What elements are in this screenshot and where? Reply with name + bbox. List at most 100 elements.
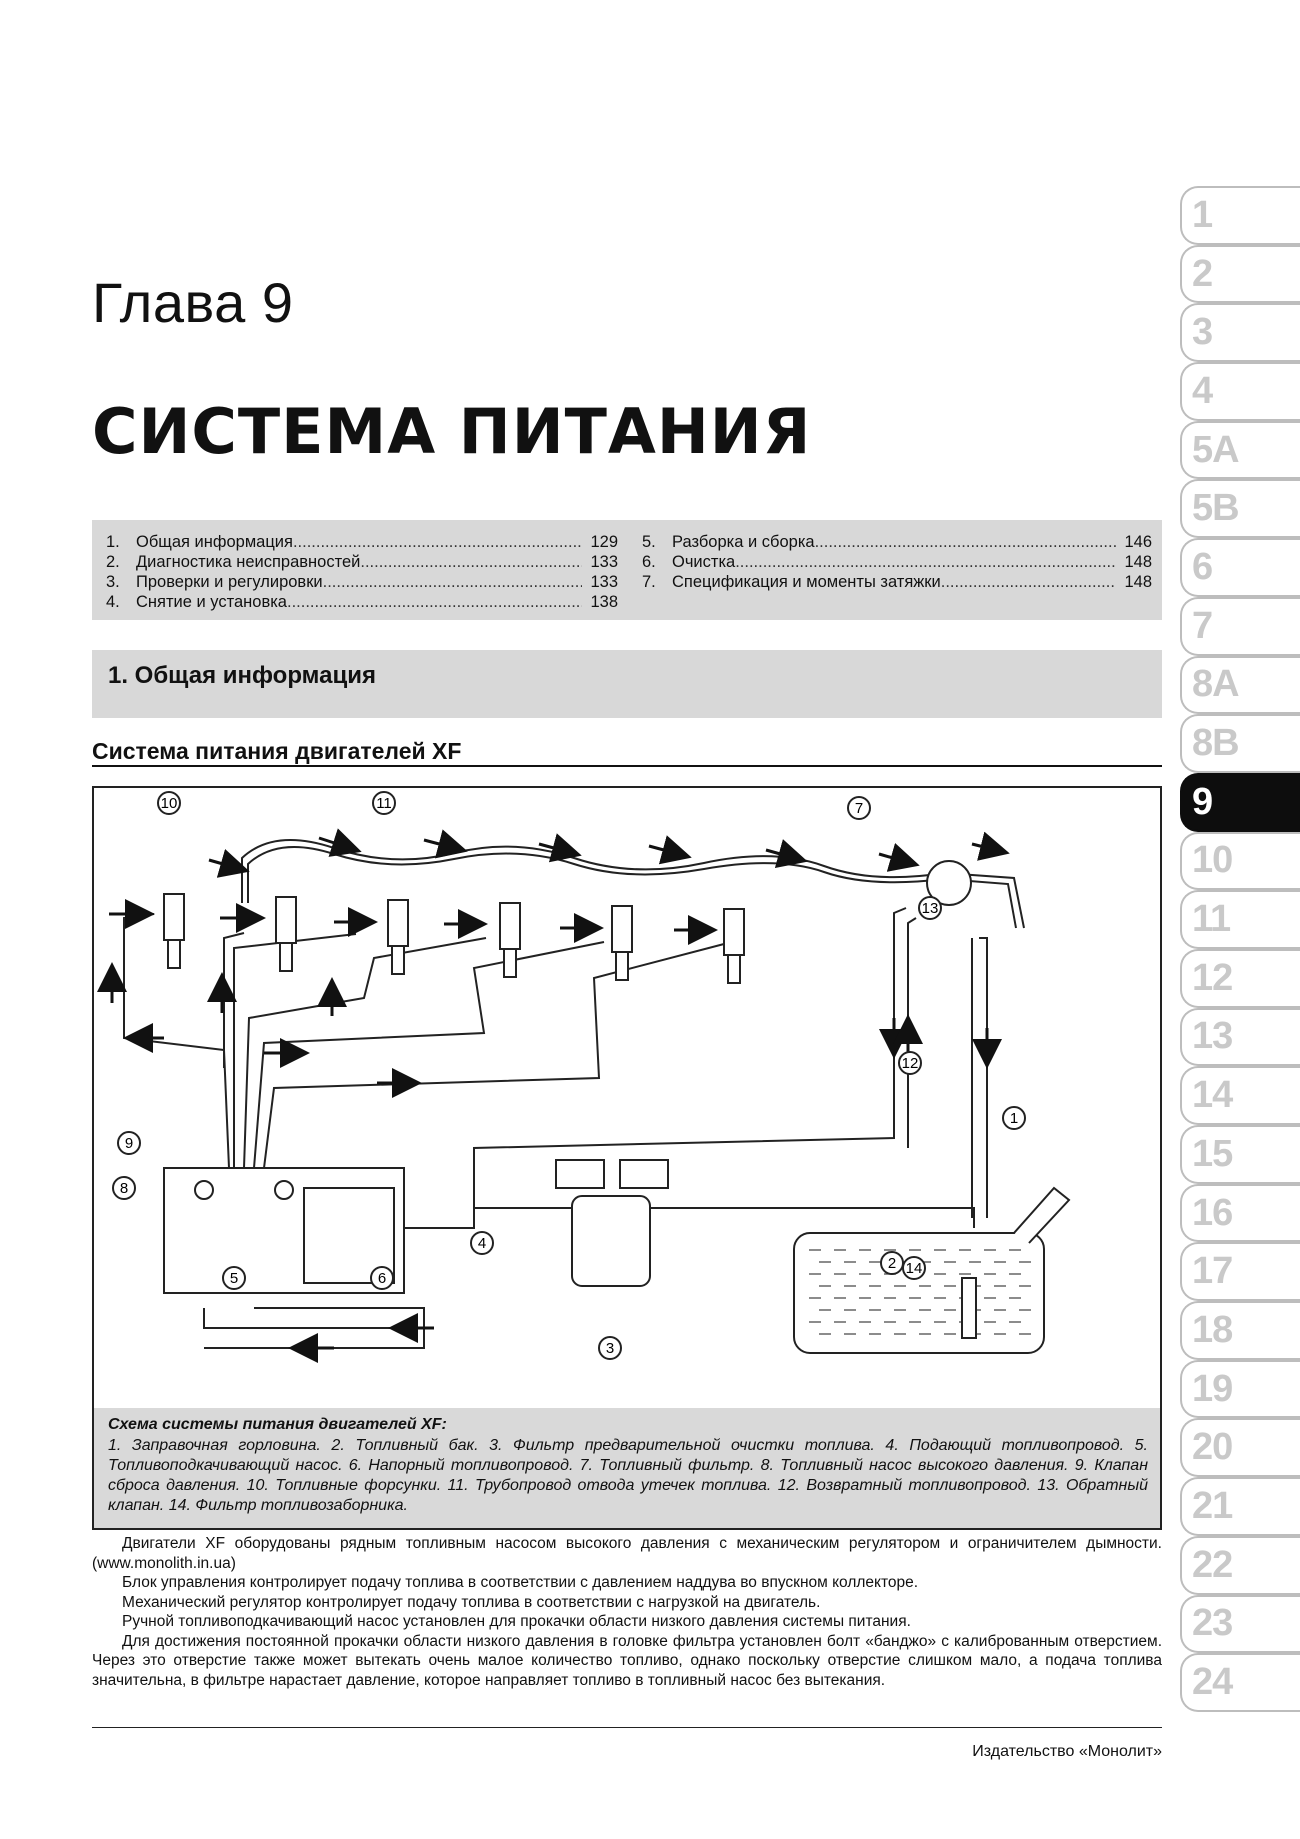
chapter-tab-6[interactable]: 6 <box>1180 538 1300 597</box>
body-paragraph: Механический регулятор контролирует пода… <box>122 1593 821 1611</box>
chapter-tab-label: 9 <box>1192 780 1213 823</box>
chapter-label: Глава 9 <box>92 271 294 334</box>
callout-circle <box>847 796 871 820</box>
injector-nozzle <box>391 945 405 975</box>
injector-body <box>611 905 633 953</box>
toc-leader <box>323 572 582 592</box>
toc-leader <box>815 532 1116 552</box>
chapter-tab-8b[interactable]: 8B <box>1180 714 1300 773</box>
chapter-tab-16[interactable]: 16 <box>1180 1183 1300 1243</box>
callout-circle <box>898 1051 922 1075</box>
chapter-tab-label: 8B <box>1192 722 1240 765</box>
figure-caption: Схема системы питания двигателей XF: 1. … <box>94 1408 1160 1528</box>
chapter-tab-4[interactable]: 4 <box>1180 362 1300 421</box>
toc-text: Диагностика неисправностей <box>136 553 361 571</box>
toc-entry[interactable]: 2.Диагностика неисправностей133 <box>106 552 618 572</box>
subsection-rule <box>92 765 1162 767</box>
toc-entry[interactable]: 6.Очистка148 <box>642 552 1152 572</box>
chapter-tab-19[interactable]: 19 <box>1180 1359 1300 1419</box>
chapter-tab-9[interactable]: 9 <box>1180 772 1300 832</box>
toc-entry[interactable]: 5.Разборка и сборка146 <box>642 532 1152 552</box>
chapter-tab-14[interactable]: 14 <box>1180 1066 1300 1125</box>
toc-page: 138 <box>590 593 618 611</box>
chapter-title: СИСТЕМА ПИТАНИЯ <box>92 395 812 468</box>
chapter-tab-3[interactable]: 3 <box>1180 303 1300 363</box>
toc-text: Снятие и установка <box>136 593 287 611</box>
chapter-tab-8a[interactable]: 8A <box>1180 655 1300 715</box>
callout-10: 10 <box>161 795 178 812</box>
caption-title: Схема системы питания двигателей XF: <box>108 1416 447 1433</box>
chapter-tab-label: 18 <box>1192 1308 1233 1351</box>
chapter-tab-label: 22 <box>1192 1543 1233 1586</box>
chapter-tab-7[interactable]: 7 <box>1180 596 1300 656</box>
chapter-tab-5b[interactable]: 5B <box>1180 479 1300 539</box>
toc-page: 133 <box>590 553 618 571</box>
chapter-tab-22[interactable]: 22 <box>1180 1535 1300 1595</box>
callout-14: 14 <box>906 1260 923 1277</box>
toc-page: 133 <box>590 573 618 591</box>
callout-circle <box>157 791 181 815</box>
chapter-tab-2[interactable]: 2 <box>1180 244 1300 304</box>
injector-nozzle <box>167 939 181 969</box>
chapter-tab-12[interactable]: 12 <box>1180 948 1300 1008</box>
chapter-tab-label: 13 <box>1192 1015 1233 1058</box>
toc-leader <box>735 552 1116 572</box>
chapter-tab-17[interactable]: 17 <box>1180 1242 1300 1302</box>
callout-circle <box>370 1266 394 1290</box>
callout-9: 9 <box>125 1135 133 1152</box>
chapter-tab-21[interactable]: 21 <box>1180 1477 1300 1536</box>
section-title: 1. Общая информация <box>108 662 376 689</box>
callout-4: 4 <box>478 1235 486 1252</box>
chapter-tab-label: 20 <box>1192 1426 1233 1469</box>
callout-2: 2 <box>888 1255 896 1272</box>
chapter-tab-20[interactable]: 20 <box>1180 1418 1300 1478</box>
chapter-tab-10[interactable]: 10 <box>1180 831 1300 891</box>
chapter-tab-label: 24 <box>1192 1661 1233 1704</box>
chapter-tab-label: 19 <box>1192 1367 1233 1410</box>
body-paragraph: Двигатели XF оборудованы рядным топливны… <box>92 1535 1162 1572</box>
callout-13: 13 <box>922 900 939 917</box>
toc-entry[interactable]: 7.Спецификация и моменты затяжки148 <box>642 572 1152 592</box>
toc-entry[interactable]: 1.Общая информация129 <box>106 532 618 552</box>
toc-number: 5. <box>642 533 656 551</box>
toc-page: 146 <box>1124 533 1152 551</box>
chapter-tab-label: 5B <box>1192 487 1240 530</box>
toc-page: 148 <box>1124 553 1152 571</box>
chapter-tab-label: 16 <box>1192 1191 1233 1234</box>
toc-entry[interactable]: 4.Снятие и установка138 <box>106 592 618 612</box>
toc-entry[interactable]: 3.Проверки и регулировки133 <box>106 572 618 592</box>
chapter-tab-15[interactable]: 15 <box>1180 1125 1300 1184</box>
toc-leader <box>293 532 582 552</box>
callout-circle <box>880 1251 904 1275</box>
chapter-tab-5a[interactable]: 5A <box>1180 420 1300 480</box>
chapter-tab-1[interactable]: 1 <box>1180 186 1300 245</box>
toc-number: 6. <box>642 553 656 571</box>
callout-circle <box>112 1176 136 1200</box>
chapter-tab-24[interactable]: 24 <box>1180 1653 1300 1712</box>
injector-body <box>163 893 185 941</box>
callout-1: 1 <box>1010 1110 1018 1127</box>
injector-body <box>499 902 521 950</box>
toc-text: Общая информация <box>136 533 293 551</box>
toc-left-column: 1.Общая информация1292.Диагностика неисп… <box>106 532 618 612</box>
callout-5: 5 <box>230 1270 238 1287</box>
chapter-tab-label: 14 <box>1192 1074 1233 1117</box>
chapter-tab-label: 17 <box>1192 1250 1233 1293</box>
chapter-tab-13[interactable]: 13 <box>1180 1007 1300 1067</box>
callout-circle <box>902 1256 926 1280</box>
chapter-tab-23[interactable]: 23 <box>1180 1594 1300 1654</box>
table-of-contents: 1.Общая информация1292.Диагностика неисп… <box>92 520 1162 620</box>
toc-text: Проверки и регулировки <box>136 573 323 591</box>
toc-leader <box>941 572 1116 592</box>
publisher-footer: Издательство «Монолит» <box>972 1743 1162 1760</box>
footer-rule <box>92 1727 1162 1728</box>
chapter-tab-label: 7 <box>1192 604 1213 647</box>
chapter-tab-label: 8A <box>1192 663 1240 706</box>
chapter-tab-11[interactable]: 11 <box>1180 890 1300 949</box>
chapter-tab-label: 3 <box>1192 311 1213 354</box>
chapter-tab-18[interactable]: 18 <box>1180 1301 1300 1360</box>
chapter-tab-label: 1 <box>1192 193 1213 236</box>
